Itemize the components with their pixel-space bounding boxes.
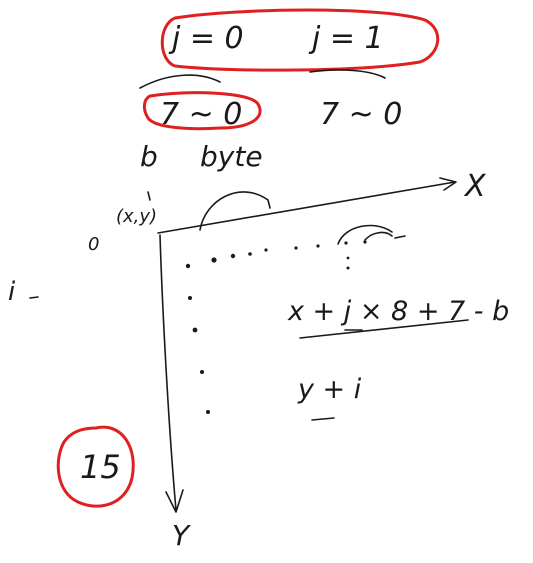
y-axis-arrowhead [165,489,184,513]
formula-x-underline [299,319,469,339]
y-dots [188,266,350,414]
unit-bit: b [140,140,158,173]
count-circled: 15 [80,448,121,486]
zero-mark: 0 [88,234,99,255]
under-arc [139,74,221,89]
x-axis [157,181,456,234]
unit-byte: byte [200,140,263,173]
small-arc-2 [364,231,393,241]
small-arc-3 [394,235,406,239]
row-index-label: i [8,277,16,307]
formula-y: y + i [297,374,362,405]
expr-j1: j = 1 [308,21,384,56]
under-arc-2 [309,69,386,79]
highlight-range-left [142,91,262,131]
row-index-dash [29,296,39,299]
formula-y-underline [311,417,335,421]
y-axis [159,234,177,511]
small-arc-1 [337,224,393,245]
formula-x: x + j × 8 + 7 - b [287,296,509,327]
expr-j0: j = 0 [168,21,244,56]
origin-tick [147,191,151,201]
y-axis-label: Y [172,519,191,552]
byte-arc [199,191,271,231]
x-axis-label: X [463,169,487,204]
range-right: 7 ~ 0 [320,97,402,132]
highlight-count [56,425,135,508]
x-axis-arrowhead [439,177,457,191]
highlight-top-row [160,8,440,72]
origin-label: (x,y) [116,206,157,227]
x-dots [185,240,367,269]
